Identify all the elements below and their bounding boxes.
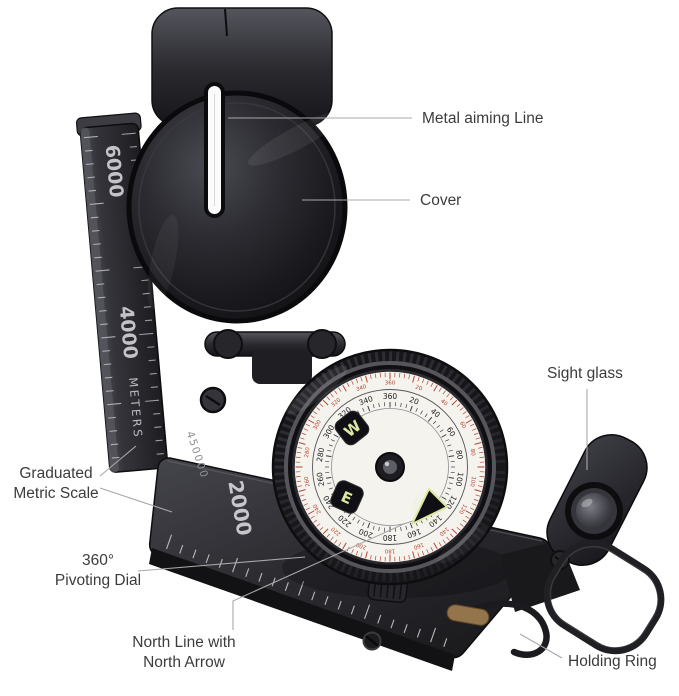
svg-text:40: 40 xyxy=(439,398,449,407)
svg-text:140: 140 xyxy=(437,525,449,537)
north-arrow xyxy=(411,488,448,525)
svg-text:360: 360 xyxy=(385,381,396,387)
svg-text:20: 20 xyxy=(414,385,423,393)
metric-scale-ruler: 6000 4000 METERS xyxy=(75,112,169,473)
svg-text:360: 360 xyxy=(383,392,398,401)
knurled-ring xyxy=(274,351,506,583)
lume-marker-w: W xyxy=(334,410,370,446)
callout-text: 360° xyxy=(81,552,115,569)
lume-marker-e: E xyxy=(330,480,364,514)
svg-text:320: 320 xyxy=(330,397,342,409)
base-edge-tick-marks xyxy=(166,534,448,647)
svg-text:100: 100 xyxy=(454,471,465,487)
svg-text:180: 180 xyxy=(384,548,395,554)
compass-capsule: 2020404060608080100100120120140140160160… xyxy=(271,348,509,586)
leader-north-arrow xyxy=(232,522,407,630)
cover-glass xyxy=(126,90,348,324)
svg-text:60: 60 xyxy=(458,421,467,430)
svg-text:80: 80 xyxy=(454,449,465,460)
svg-text:120: 120 xyxy=(457,503,468,516)
sight-arm xyxy=(546,434,648,570)
svg-text:20: 20 xyxy=(408,395,420,407)
callout-cover: Cover xyxy=(420,191,461,211)
leader-holding-ring xyxy=(519,633,563,659)
cover-lid xyxy=(126,7,348,324)
svg-text:280: 280 xyxy=(304,446,312,458)
svg-text:220: 220 xyxy=(330,525,342,537)
svg-text:200: 200 xyxy=(355,541,367,550)
svg-text:260: 260 xyxy=(304,475,312,487)
callout-text: Graduated xyxy=(19,465,93,482)
callout-sight-glass: Sight glass xyxy=(547,364,623,384)
callout-text: Metal aiming Line xyxy=(422,110,544,127)
callout-metal-aiming-line: Metal aiming Line xyxy=(422,109,543,129)
leader-lines xyxy=(99,117,588,659)
leader-pivoting-dial xyxy=(137,556,306,572)
holding-ring-assembly xyxy=(446,539,665,659)
callout-graduated-metric-scale: Graduated Metric Scale xyxy=(8,464,104,504)
callout-holding-ring: Holding Ring xyxy=(568,652,657,672)
brass-pin xyxy=(446,604,490,626)
svg-text:280: 280 xyxy=(315,447,326,463)
callout-pivoting-dial: 360° Pivoting Dial xyxy=(42,551,154,591)
leader-metric-scale-1 xyxy=(99,445,137,477)
leader-metric-scale-2 xyxy=(99,487,173,513)
svg-text:240: 240 xyxy=(312,502,323,515)
callout-text: Holding Ring xyxy=(568,653,657,670)
holding-ring-wire xyxy=(543,539,665,655)
svg-text:100: 100 xyxy=(468,476,476,488)
callout-text: Metric Scale xyxy=(13,485,99,502)
thumb-hook xyxy=(464,600,550,659)
callout-text: Pivoting Dial xyxy=(54,572,142,589)
svg-text:180: 180 xyxy=(383,533,398,542)
scale-6000-text: 6000 xyxy=(101,144,128,199)
callout-north-line: North Line with North Arrow xyxy=(110,633,258,673)
callout-text: Cover xyxy=(420,192,462,209)
svg-text:60: 60 xyxy=(445,425,458,438)
sight-lens-glass xyxy=(576,493,612,529)
svg-text:160: 160 xyxy=(412,541,424,550)
svg-text:80: 80 xyxy=(469,449,476,457)
callout-text: North Arrow xyxy=(143,654,225,671)
scale-meters-text: METERS xyxy=(126,377,145,440)
cover-hinge xyxy=(199,329,346,414)
callout-text: Sight glass xyxy=(547,365,623,382)
svg-text:300: 300 xyxy=(312,419,323,432)
svg-text:260: 260 xyxy=(315,471,326,487)
callout-text: North Line with xyxy=(132,634,236,651)
svg-text:340: 340 xyxy=(355,384,367,393)
scale-4000-text: 4000 xyxy=(115,305,142,360)
